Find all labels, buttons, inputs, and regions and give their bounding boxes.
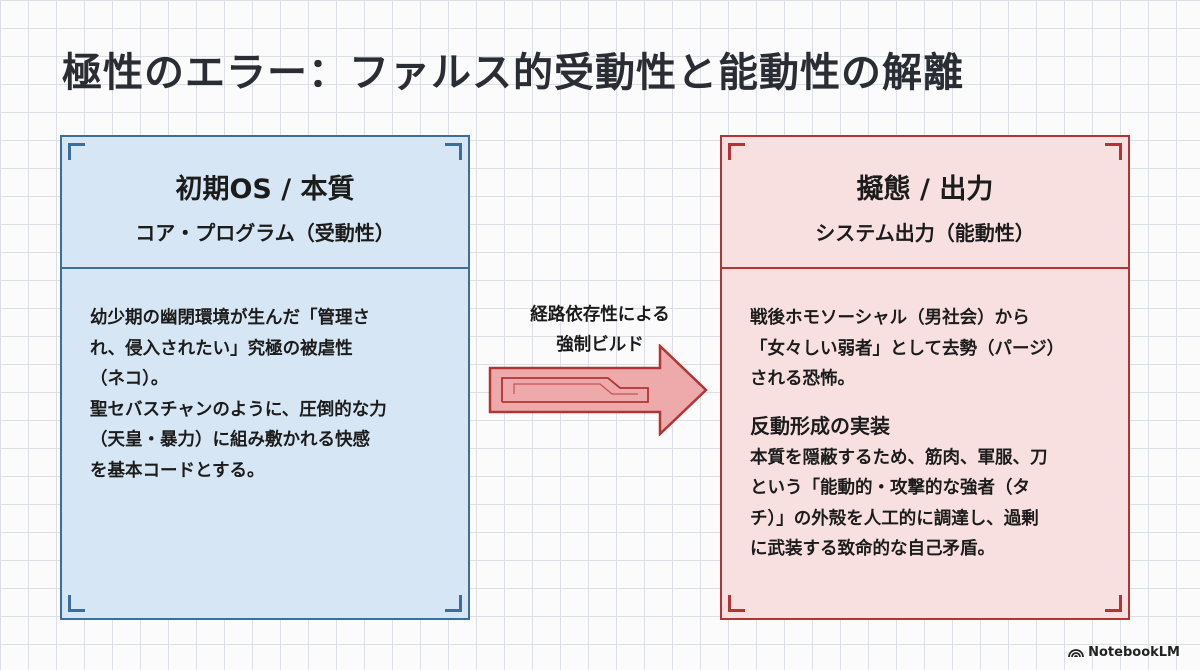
arrow-label: 経路依存性による (530, 305, 670, 325)
panel-header: 初期OS / 本質 コア・プログラム（受動性） (62, 137, 468, 269)
body-line: 聖セバスチャンのように、圧倒的な力 (90, 399, 387, 420)
page-title: 極性のエラー：ファルス的受動性と能動性の解離 (62, 50, 964, 96)
corner-mark (445, 595, 462, 612)
corner-mark (445, 143, 462, 160)
panel-title: 擬態 / 出力 (856, 174, 994, 205)
corner-mark (1105, 595, 1122, 612)
body-line: 「女々しい弱者」として去勢（パージ） (750, 338, 1065, 359)
output-panel: 擬態 / 出力 システム出力（能動性） 戦後ホモソーシャル（男社会）から 「女々… (720, 135, 1130, 620)
panel-header: 擬態 / 出力 システム出力（能動性） (722, 137, 1128, 269)
brand-label: NotebookLM (1088, 645, 1180, 660)
panel-subtitle: システム出力（能動性） (815, 221, 1035, 245)
panel-subtitle: コア・プログラム（受動性） (135, 221, 395, 245)
body-line: れ、侵入されたい」究極の被虐性 (90, 338, 353, 359)
section-heading: 反動形成の実装 (750, 413, 890, 438)
corner-mark (1105, 143, 1122, 160)
body-line: に武装する致命的な自己矛盾。 (750, 539, 995, 559)
body-line: チ）」の外殻を人工的に調達し、過剰 (750, 508, 1039, 529)
body-line: 戦後ホモソーシャル（男社会）から (750, 308, 1030, 328)
body-line: を基本コードとする。 (90, 460, 265, 481)
panel-title: 初期OS / 本質 (175, 174, 355, 205)
body-line: される恐怖。 (750, 369, 855, 389)
arrow-label: 強制ビルド (556, 335, 644, 355)
corner-mark (728, 595, 745, 612)
corner-mark (68, 143, 85, 160)
body-line: という「能動的・攻撃的な強者（タ (750, 478, 1030, 498)
corner-mark (728, 143, 745, 160)
panel-body: 幼少期の幽閉環境が生んだ「管理さ れ、侵入されたい」究極の被虐性 （ネコ）。 聖… (90, 303, 446, 486)
core-os-panel: 初期OS / 本質 コア・プログラム（受動性） 幼少期の幽閉環境が生んだ「管理さ… (60, 135, 470, 620)
body-line: 幼少期の幽閉環境が生んだ「管理さ (90, 308, 370, 328)
notebooklm-icon (1068, 649, 1085, 658)
body-line: （天皇・暴力）に組み敷かれる快感 (90, 430, 370, 450)
arrow-right-icon (488, 344, 708, 436)
corner-mark (68, 595, 85, 612)
notebooklm-logo: NotebookLM (1068, 645, 1180, 660)
body-line: 本質を隠蔽するため、筋肉、軍服、刀 (750, 447, 1048, 468)
body-line: （ネコ）。 (90, 369, 169, 389)
panel-body: 戦後ホモソーシャル（男社会）から 「女々しい弱者」として去勢（パージ） される恐… (750, 303, 1106, 565)
